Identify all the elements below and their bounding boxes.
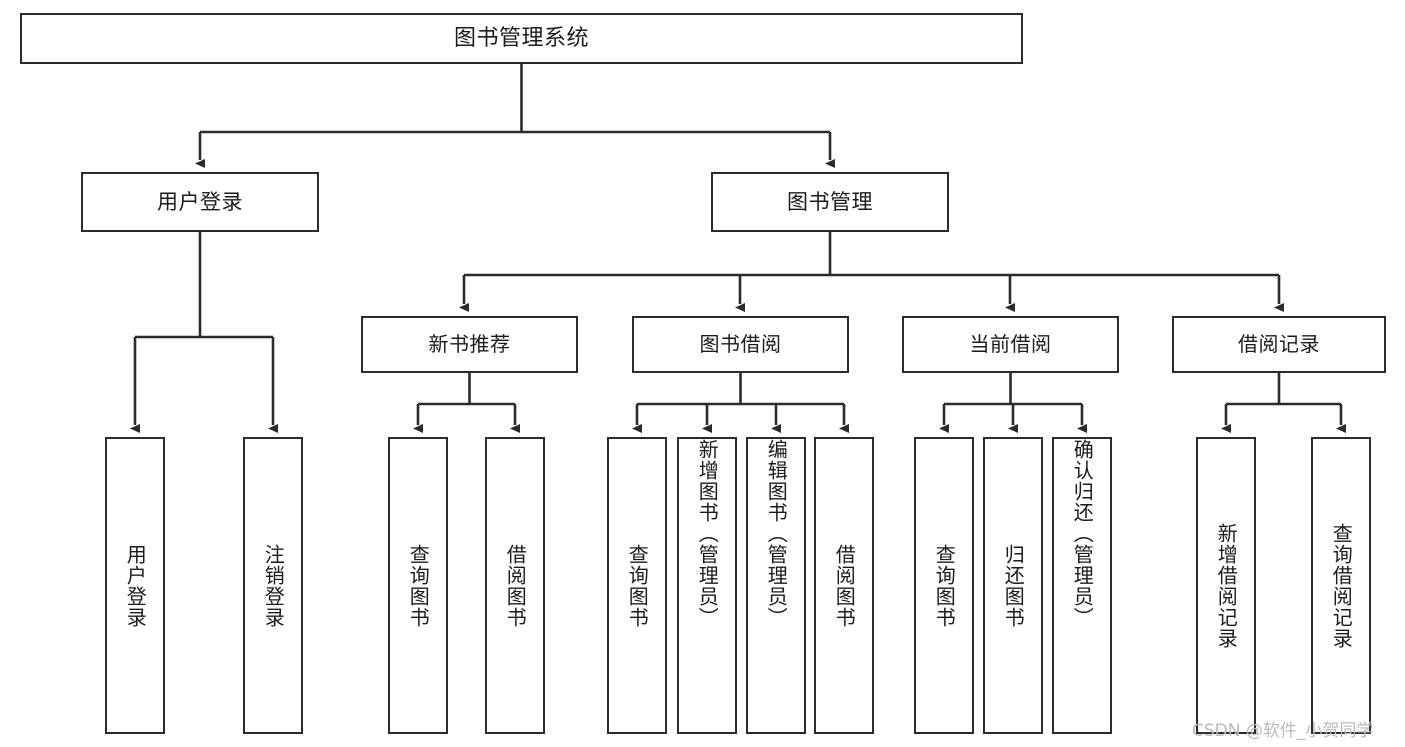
node-book-borrow[interactable]: 图书借阅	[632, 316, 849, 373]
node-leaf-borrow-book-2[interactable]: 借阅图书	[814, 437, 874, 734]
node-leaf-query-record-label: 查询借阅记录	[1329, 522, 1354, 649]
node-book-manage-label: 图书管理	[787, 189, 873, 214]
node-leaf-user-login-label: 用户登录	[123, 543, 148, 628]
node-book-manage[interactable]: 图书管理	[711, 172, 949, 232]
node-leaf-borrow-book-1[interactable]: 借阅图书	[485, 437, 545, 734]
node-leaf-logout[interactable]: 注销登录	[243, 437, 303, 734]
edge-root-to-level2	[195, 64, 835, 168]
node-leaf-query-book-3-label: 查询图书	[932, 543, 957, 628]
node-leaf-query-book-3[interactable]: 查询图书	[914, 437, 974, 734]
node-root-system[interactable]: 图书管理系统	[20, 13, 1023, 64]
node-new-book-recommend[interactable]: 新书推荐	[361, 316, 578, 373]
node-leaf-edit-book-label: 编辑图书（管理员）	[764, 439, 789, 628]
node-leaf-query-book-2-label: 查询图书	[625, 543, 650, 628]
node-leaf-edit-book[interactable]: 编辑图书（管理员）	[746, 437, 806, 734]
node-borrow-record[interactable]: 借阅记录	[1172, 316, 1386, 373]
edge-bookborrow-to-leaves	[632, 373, 849, 433]
node-leaf-borrow-book-2-label: 借阅图书	[832, 543, 857, 628]
node-borrow-record-label: 借阅记录	[1238, 331, 1320, 356]
node-leaf-add-book-label: 新增图书（管理员）	[695, 439, 720, 628]
node-leaf-add-record-label: 新增借阅记录	[1214, 522, 1239, 649]
node-leaf-logout-label: 注销登录	[261, 543, 286, 628]
node-user-login[interactable]: 用户登录	[81, 172, 319, 232]
node-leaf-return-book[interactable]: 归还图书	[983, 437, 1043, 734]
edge-currentborrow-to-leaves	[939, 373, 1087, 433]
node-leaf-query-book-1-label: 查询图书	[406, 543, 431, 628]
node-current-borrow[interactable]: 当前借阅	[902, 316, 1119, 373]
node-leaf-add-record[interactable]: 新增借阅记录	[1196, 437, 1256, 734]
edge-borrowrecord-to-leaves	[1221, 373, 1346, 433]
node-leaf-add-book[interactable]: 新增图书（管理员）	[677, 437, 737, 734]
node-leaf-query-record[interactable]: 查询借阅记录	[1311, 437, 1371, 734]
node-new-book-recommend-label: 新书推荐	[428, 331, 511, 356]
edge-bookmanage-to-level3	[459, 232, 1284, 312]
edge-newbook-to-leaves	[413, 373, 520, 433]
node-leaf-query-book-2[interactable]: 查询图书	[607, 437, 667, 734]
edge-userlogin-to-leaves	[130, 232, 278, 433]
node-leaf-user-login[interactable]: 用户登录	[105, 437, 165, 734]
node-leaf-query-book-1[interactable]: 查询图书	[388, 437, 448, 734]
node-root-system-label: 图书管理系统	[453, 25, 589, 51]
node-current-borrow-label: 当前借阅	[969, 331, 1052, 356]
node-book-borrow-label: 图书借阅	[699, 331, 782, 356]
node-leaf-confirm-return-label: 确认归还（管理员）	[1070, 439, 1095, 628]
node-leaf-borrow-book-1-label: 借阅图书	[503, 543, 528, 628]
csdn-watermark: CSDN @软件_小贺同学	[1192, 721, 1374, 741]
node-leaf-return-book-label: 归还图书	[1001, 543, 1026, 628]
node-leaf-confirm-return[interactable]: 确认归还（管理员）	[1052, 437, 1112, 734]
node-user-login-label: 用户登录	[157, 189, 243, 214]
